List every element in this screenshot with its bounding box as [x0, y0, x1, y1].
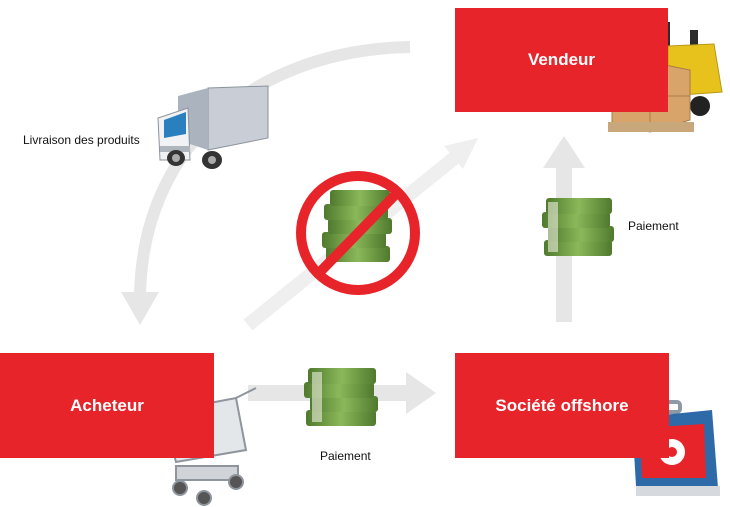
acheteur-label: Acheteur: [70, 395, 144, 415]
offshore-label: Société offshore: [495, 395, 629, 415]
payment-up-label: Paiement: [628, 219, 679, 233]
vendeur-node: Vendeur: [455, 8, 668, 112]
prohibited-money-icon: [296, 171, 420, 295]
money-stack-icon: [304, 368, 378, 426]
money-stack-icon: [322, 190, 392, 262]
payment-right-label: Paiement: [320, 449, 371, 463]
acheteur-node: Acheteur: [0, 353, 214, 458]
offshore-node: Société offshore: [455, 353, 669, 458]
delivery-truck-icon: [157, 85, 269, 169]
delivery-label: Livraison des produits: [23, 133, 140, 147]
vendeur-label: Vendeur: [527, 50, 596, 69]
money-stack-icon: [542, 198, 614, 256]
